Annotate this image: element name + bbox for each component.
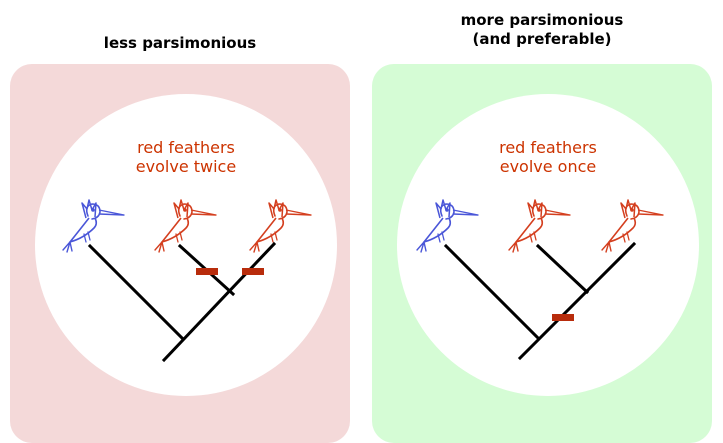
- right-panel-title: more parsimonious (and preferable): [372, 11, 712, 49]
- right-caption-line-2: evolve once: [499, 157, 597, 176]
- red-hummingbird-icon: [508, 199, 571, 253]
- right-tree-branch-outer-taxon: [443, 243, 541, 341]
- red-hummingbird-icon: [249, 199, 312, 253]
- left-caption-line-1: red feathers: [137, 138, 235, 157]
- left-tree-branch-right-taxon: [161, 241, 277, 363]
- right-panel: red feathers evolve once: [372, 64, 712, 443]
- red-hummingbird-icon: [154, 199, 217, 253]
- trait-change-marker: [196, 268, 218, 275]
- left-phylogenetic-tree: [62, 199, 312, 363]
- trait-change-marker: [242, 268, 264, 275]
- right-tree-branch-middle-taxon: [535, 243, 590, 295]
- right-caption-line-1: red feathers: [499, 138, 597, 157]
- left-panel-circle: red feathers evolve twice: [35, 94, 337, 396]
- right-tree-branch-right-taxon: [517, 241, 637, 361]
- left-tree-branch-outer-taxon: [87, 243, 185, 341]
- trait-change-marker: [552, 314, 574, 321]
- right-caption: red feathers evolve once: [397, 138, 699, 176]
- left-caption-line-2: evolve twice: [135, 157, 237, 176]
- right-phylogenetic-tree: [416, 199, 664, 361]
- right-tree-branches: [443, 241, 637, 361]
- left-caption: red feathers evolve twice: [35, 138, 337, 176]
- right-title-line-1: more parsimonious: [460, 11, 624, 29]
- right-panel-circle: red feathers evolve once: [397, 94, 699, 396]
- left-tree-branches: [87, 241, 277, 363]
- blue-hummingbird-icon: [62, 199, 125, 253]
- blue-hummingbird-icon: [416, 199, 479, 253]
- right-title-line-2: (and preferable): [472, 30, 612, 48]
- left-panel-title: less parsimonious: [10, 34, 350, 53]
- left-panel: red feathers evolve twice: [10, 64, 350, 443]
- left-title-line-1: less parsimonious: [103, 34, 257, 52]
